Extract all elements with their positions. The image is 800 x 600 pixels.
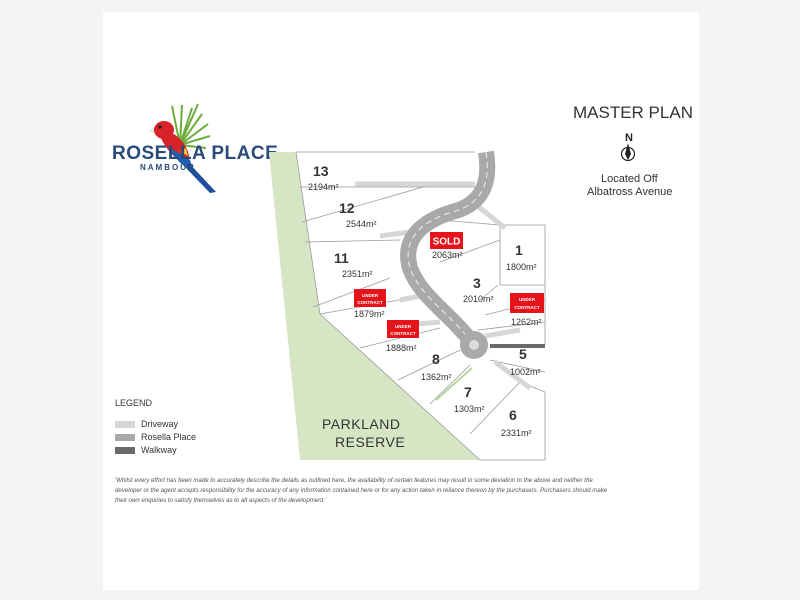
under-contract-badge-lot-4: UNDER CONTRACT — [510, 293, 544, 313]
lot-12-area: 2544m² — [346, 219, 377, 229]
lot-13-number: 13 — [313, 163, 329, 179]
lot-2-area: 2063m² — [432, 250, 463, 260]
lot-12-number: 12 — [339, 200, 355, 216]
parkland-label-line-1: PARKLAND — [322, 416, 400, 432]
lot-9-area: 1888m² — [386, 343, 417, 353]
lot-5-number: 5 — [519, 346, 527, 362]
parkland-label-line-2: RESERVE — [335, 434, 405, 450]
rosella-parrot-logo-icon — [149, 103, 216, 193]
lot-3-number: 3 — [473, 275, 481, 291]
legend-title: LEGEND — [115, 398, 153, 408]
lot-7-number: 7 — [464, 384, 472, 400]
page-title: MASTER PLAN — [573, 103, 693, 122]
north-label: N — [625, 132, 633, 144]
lot-1-number: 1 — [515, 242, 523, 258]
legend-swatch-rosella-place — [115, 433, 135, 441]
legend-item-rosella-place: Rosella Place — [115, 432, 196, 442]
svg-text:CONTRACT: CONTRACT — [390, 331, 415, 336]
lot-11-area: 2351m² — [342, 269, 373, 279]
brand-location: NAMBOUR — [140, 163, 196, 172]
lot-5-area: 1002m² — [510, 367, 541, 377]
disclaimer-text: 'Whilst every effort has been made to ac… — [115, 477, 608, 504]
lot-11-number: 11 — [334, 250, 349, 266]
lot-8-area: 1362m² — [421, 372, 452, 382]
svg-text:UNDER: UNDER — [395, 324, 412, 329]
lot-10-area: 1879m² — [354, 309, 385, 319]
svg-text:CONTRACT: CONTRACT — [514, 305, 539, 310]
svg-text:UNDER: UNDER — [519, 297, 536, 302]
sold-badge: SOLD — [430, 232, 463, 249]
svg-text:UNDER: UNDER — [362, 293, 379, 298]
svg-text:SOLD: SOLD — [433, 237, 461, 248]
lot-4-area: 1262m² — [511, 317, 542, 327]
lot-8-number: 8 — [432, 351, 440, 367]
legend-item-driveway: Driveway — [115, 419, 178, 429]
parkland-reserve-area — [269, 152, 480, 460]
lot-6-area: 2331m² — [501, 428, 532, 438]
under-contract-badge-lot-10: UNDER CONTRACT — [354, 289, 386, 307]
lot-6-number: 6 — [509, 407, 517, 423]
svg-text:CONTRACT: CONTRACT — [357, 300, 382, 305]
legend-swatch-walkway — [115, 446, 135, 454]
lot-1-area: 1800m² — [506, 262, 537, 272]
lot-7-area: 1303m² — [454, 404, 485, 414]
brand-title: ROSELLA PLACE — [112, 143, 279, 164]
location-line-1: Located Off — [601, 173, 658, 185]
location-line-2: Albatross Avenue — [587, 186, 673, 198]
north-arrow-icon — [620, 143, 636, 161]
legend-swatch-driveway — [115, 420, 135, 428]
under-contract-badge-lot-9: UNDER CONTRACT — [387, 320, 419, 338]
legend-item-walkway: Walkway — [115, 445, 177, 455]
lot-3-area: 2010m² — [463, 294, 494, 304]
lot-13-area: 2194m² — [308, 182, 339, 192]
